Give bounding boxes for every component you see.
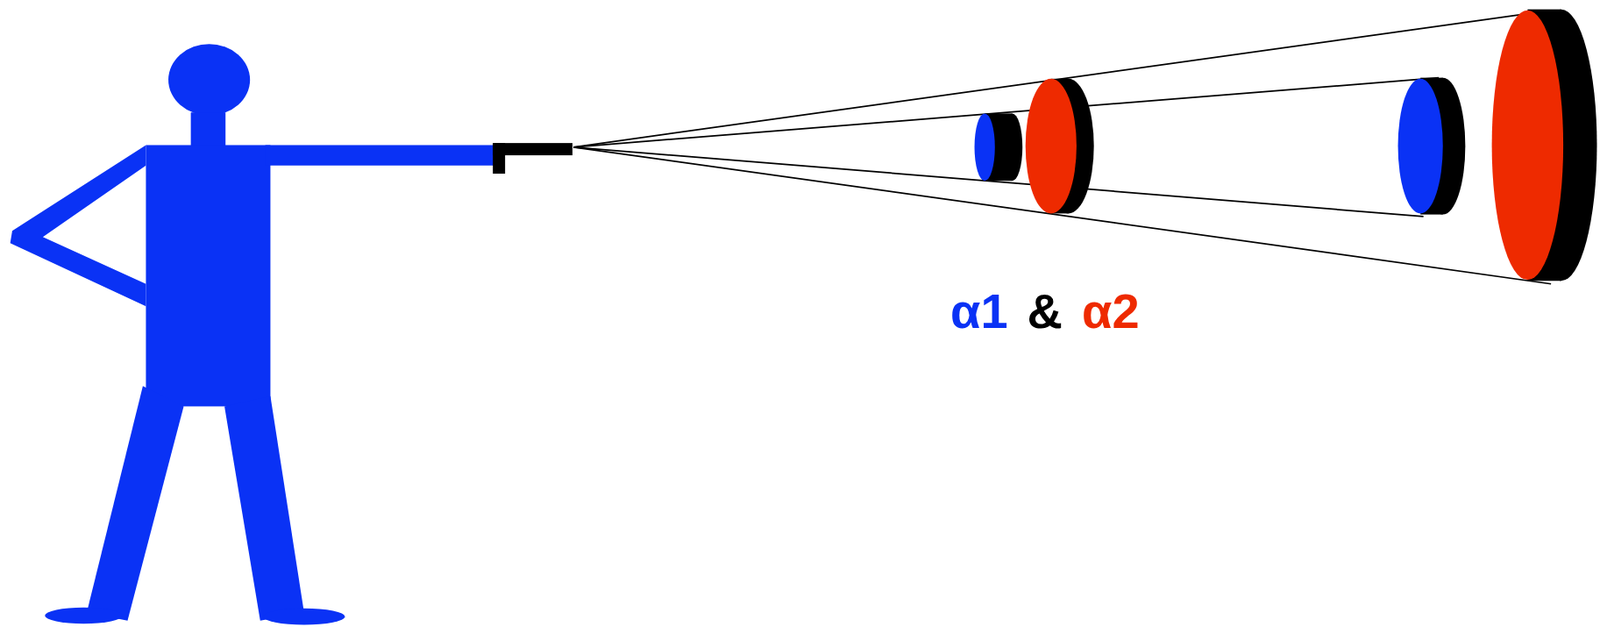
small-red-disc xyxy=(1025,78,1095,214)
large-red-disc xyxy=(1492,9,1598,282)
alpha-labels: α1&α2 xyxy=(950,282,1140,340)
alpha-two-label: α2 xyxy=(1081,282,1140,340)
alpha-one-label: α1 xyxy=(950,282,1009,340)
gun xyxy=(492,142,573,174)
stick-figure xyxy=(10,43,497,625)
ampersand-label: & xyxy=(1027,282,1063,340)
beam-lines xyxy=(573,10,1551,285)
large-blue-disc xyxy=(1398,78,1466,215)
small-blue-disc xyxy=(974,113,1024,181)
